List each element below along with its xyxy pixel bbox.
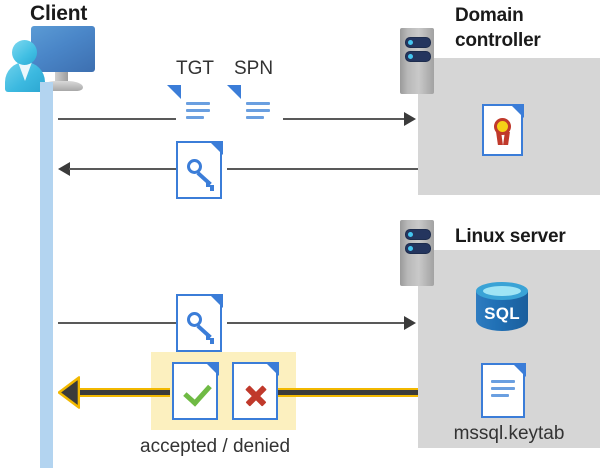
domain-controller-title: Domain controller	[455, 3, 595, 53]
check-icon	[183, 377, 212, 407]
spn-label: SPN	[234, 58, 274, 79]
document-fold-icon	[204, 361, 219, 376]
keytab-label: mssql.keytab	[453, 423, 565, 444]
message-line-issue-ticket-left	[69, 168, 176, 170]
cross-icon	[244, 383, 268, 407]
key-document-icon	[176, 293, 223, 352]
keytab-document-icon	[481, 362, 526, 418]
message-line-present-ticket-right	[227, 322, 405, 324]
monitor-base-icon	[41, 81, 83, 91]
server-rack-icon	[400, 28, 434, 94]
accepted-document-icon	[172, 361, 219, 420]
rack-led-icon	[405, 243, 431, 254]
monitor-neck-icon	[55, 72, 68, 83]
tgt-label: TGT	[176, 58, 214, 79]
domain-controller-title-line1: Domain	[455, 5, 524, 26]
key-document-icon	[176, 140, 223, 199]
document-fold-icon	[264, 361, 279, 376]
arrowhead-left-icon	[58, 162, 70, 176]
document-lines-icon	[186, 102, 210, 123]
document-fold-icon	[509, 103, 524, 118]
user-computer-icon	[5, 26, 97, 100]
arrowhead-right-icon	[404, 316, 416, 330]
person-head-icon	[12, 40, 37, 65]
document-icon	[226, 84, 270, 119]
rack-led-icon	[405, 229, 431, 240]
document-icon	[166, 84, 210, 119]
document-fold-icon	[166, 84, 181, 99]
certificate-document-icon	[482, 103, 524, 156]
denied-document-icon	[232, 361, 279, 420]
monitor-screen-icon	[31, 26, 95, 72]
accepted-denied-label: accepted / denied	[140, 436, 291, 457]
document-lines-icon	[246, 102, 270, 123]
arrowhead-right-icon	[404, 112, 416, 126]
auth-result-line-right	[277, 388, 418, 397]
client-title: Client	[30, 2, 88, 25]
document-lines-icon	[491, 380, 515, 401]
client-lifeline	[40, 82, 53, 468]
message-line-request-tgt-spn-left	[58, 118, 176, 120]
database-cylinder-top	[476, 282, 528, 300]
message-line-request-tgt-spn-right	[283, 118, 405, 120]
rack-led-icon	[405, 51, 431, 62]
message-line-issue-ticket-right	[227, 168, 418, 170]
arrowhead-left-yellow-icon	[58, 376, 80, 409]
document-fold-icon	[208, 140, 223, 155]
person-collar-icon	[18, 62, 32, 81]
sql-database-icon: SQL	[476, 282, 528, 340]
document-fold-icon	[511, 362, 526, 377]
domain-controller-title-line2: controller	[455, 30, 541, 51]
auth-result-line-left	[72, 388, 170, 397]
server-rack-icon	[400, 220, 434, 286]
document-fold-icon	[208, 293, 223, 308]
linux-server-panel	[418, 250, 600, 448]
document-fold-icon	[226, 84, 241, 99]
rack-led-icon	[405, 37, 431, 48]
message-line-present-ticket-left	[58, 322, 176, 324]
linux-server-title: Linux server	[455, 226, 566, 247]
sql-label: SQL	[484, 304, 520, 323]
